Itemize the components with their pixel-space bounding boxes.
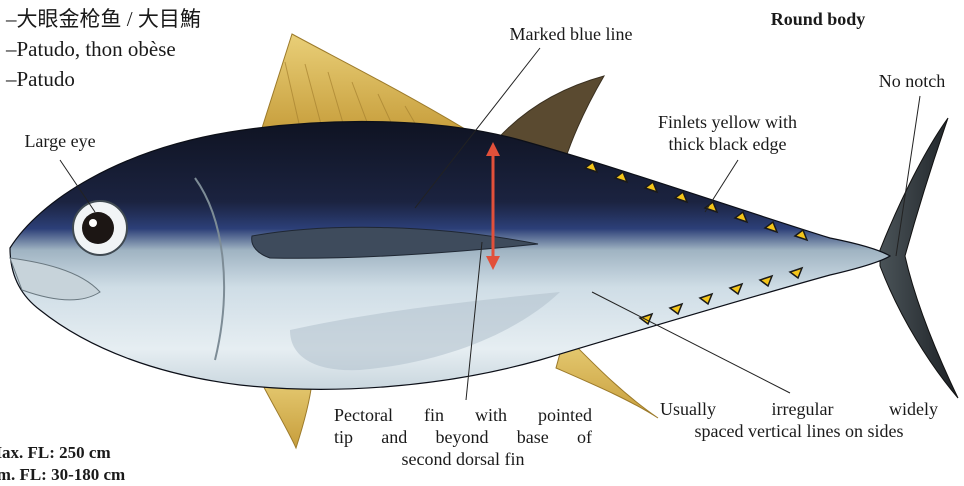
common-fork-length: Com. FL: 30-180 cm bbox=[0, 464, 176, 486]
label-finlets-line1: Finlets yellow with bbox=[620, 111, 835, 133]
label-large-eye: Large eye bbox=[0, 130, 120, 152]
label-finlets-line2: thick black edge bbox=[620, 133, 835, 155]
common-name-french: –Patudo, thon obèse bbox=[6, 34, 201, 64]
label-marked-blue-line: Marked blue line bbox=[476, 23, 666, 45]
common-name-spanish: –Patudo bbox=[6, 64, 201, 94]
label-vertical-line2: spaced vertical lines on sides bbox=[660, 420, 938, 442]
tail-fin bbox=[880, 118, 958, 398]
label-pectoral-line3: second dorsal fin bbox=[334, 448, 592, 470]
first-dorsal-fin bbox=[262, 34, 470, 132]
common-names: –大眼金枪鱼 / 大目鮪 –Patudo, thon obèse –Patudo bbox=[6, 4, 201, 94]
label-vertical-lines: Usually irregular widely spaced vertical… bbox=[660, 398, 938, 442]
max-fork-length: Max. FL: 250 cm bbox=[0, 442, 176, 464]
label-no-notch: No notch bbox=[860, 70, 964, 92]
label-pectoral-fin: Pectoral fin with pointed tip and beyond… bbox=[334, 404, 592, 470]
fish-eye bbox=[73, 201, 127, 255]
label-vertical-line1: Usually irregular widely bbox=[660, 398, 938, 420]
common-name-chinese: –大眼金枪鱼 / 大目鮪 bbox=[6, 4, 201, 34]
label-pectoral-line1: Pectoral fin with pointed bbox=[334, 404, 592, 426]
label-pectoral-line2: tip and beyond base of bbox=[334, 426, 592, 448]
label-finlets: Finlets yellow with thick black edge bbox=[620, 111, 835, 155]
label-round-body: Round body bbox=[738, 8, 898, 30]
